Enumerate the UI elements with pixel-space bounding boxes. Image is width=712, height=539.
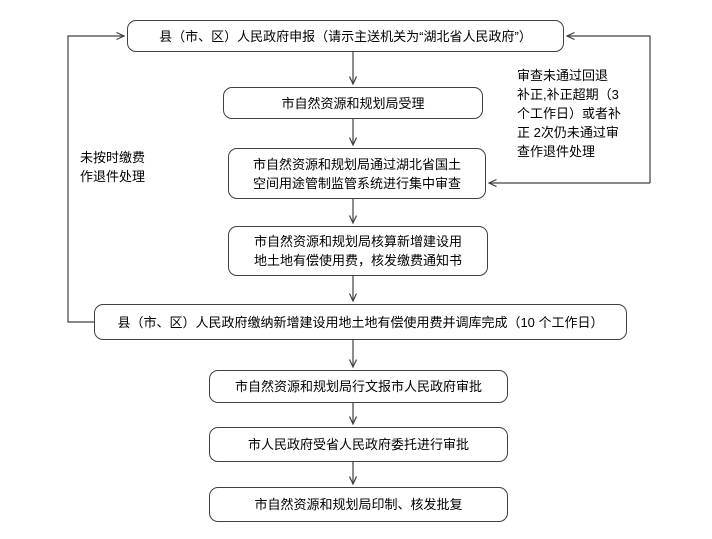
- flow-step-calc-fee: 市自然资源和规划局核算新增建设用 地土地有偿使用费，核发缴费通知书: [228, 226, 488, 276]
- right-loop-label: 审查未通过回退 补正,补正超期（3 个工作日）或者补 正 2次仍未通过审 查作退…: [517, 68, 622, 159]
- flow-step-declare: 县（市、区）人民政府申报（请示主送机关为“湖北省人民政府”）: [127, 20, 564, 52]
- flow-step-accept: 市自然资源和规划局受理: [223, 87, 483, 119]
- flow-step-review: 市自然资源和规划局通过湖北省国土 空间用途管制监管系统进行集中审查: [228, 148, 486, 199]
- flow-step-pay-fee: 县（市、区）人民政府缴纳新增建设用地土地有偿使用费并调库完成（10 个工作日）: [94, 304, 627, 340]
- left-loop-label: 未按时缴费 作退件处理: [80, 150, 146, 184]
- arrow-right-loop-to-step1: [567, 36, 651, 183]
- flow-step-approve: 市人民政府受省人民政府委托进行审批: [209, 427, 508, 462]
- flow-step-issue-reply: 市自然资源和规划局印制、核发批复: [209, 487, 508, 522]
- flow-step-report: 市自然资源和规划局行文报市人民政府审批: [209, 370, 508, 403]
- arrow-left-loop-step5-step1: [67, 36, 124, 323]
